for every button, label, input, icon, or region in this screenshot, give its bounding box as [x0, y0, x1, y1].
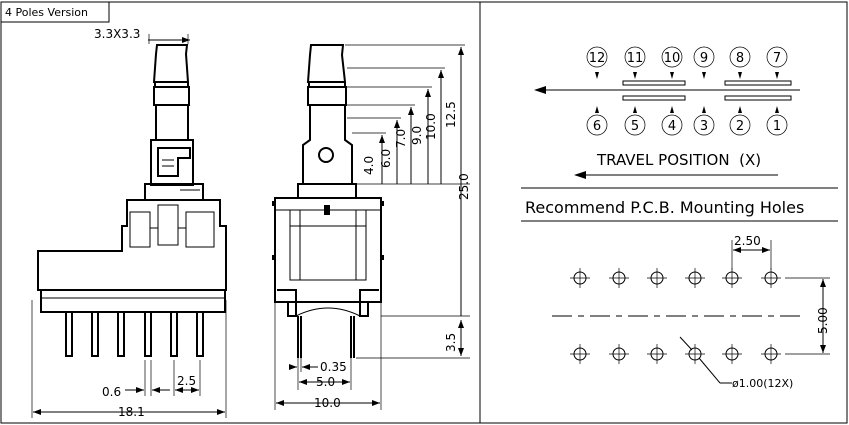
side-dim-4-0: 4.0 [362, 156, 376, 175]
top-contact-markers [595, 72, 779, 79]
hole-bottom-4 [685, 344, 705, 364]
side-pin-width-dim: 0.35 [320, 360, 347, 374]
side-dim-7-0: 7.0 [394, 129, 408, 148]
side-dim-3-5: 3.5 [444, 333, 458, 352]
side-dim-10-0: 10.0 [424, 113, 438, 140]
terminal-10: 10 [664, 51, 681, 66]
front-pin-width-dim: 0.6 [102, 385, 121, 399]
side-body-width-dim: 10.0 [314, 396, 341, 410]
terminal-4: 4 [668, 119, 676, 134]
pcb-layout: Recommend P.C.B. Mounting Holes 2.50 5. [521, 187, 838, 390]
hole-top-3 [647, 268, 667, 288]
hole-bottom-2 [609, 344, 629, 364]
side-dim-9-0: 9.0 [410, 126, 424, 145]
terminal-1: 1 [773, 119, 781, 134]
terminal-2: 2 [736, 119, 744, 134]
hole-top-4 [685, 268, 705, 288]
travel-diagram: 12 11 10 9 8 7 [534, 46, 800, 179]
side-pin-span-dim: 5.0 [316, 375, 335, 389]
hole-bottom-3 [647, 344, 667, 364]
side-dim-12-5: 12.5 [444, 101, 458, 128]
terminal-7: 7 [773, 51, 781, 66]
hole-bottom-6 [761, 344, 781, 364]
terminal-3: 3 [700, 119, 708, 134]
front-width-dim: 18.1 [118, 405, 145, 419]
version-label: 4 Poles Version [5, 6, 88, 19]
pcb-pitch-x: 2.50 [734, 234, 761, 248]
pcb-title: Recommend P.C.B. Mounting Holes [525, 198, 804, 217]
hole-top-1 [570, 268, 590, 288]
front-view: 3.3X3.3 [31, 27, 227, 419]
terminal-5: 5 [631, 119, 639, 134]
bottom-terminal-numbers: 6 5 4 3 2 1 [586, 114, 788, 136]
bottom-contact-markers [595, 106, 779, 113]
hole-bottom-5 [722, 344, 742, 364]
hole-bottom-1 [570, 344, 590, 364]
terminal-6: 6 [593, 119, 601, 134]
travel-caption: TRAVEL POSITION (X) [596, 151, 761, 169]
top-terminal-numbers: 12 11 10 9 8 7 [586, 46, 788, 68]
pcb-hole-size: ø1.00(12X) [732, 377, 793, 390]
terminal-12: 12 [589, 51, 606, 66]
side-dim-25-0: 25.0 [457, 173, 471, 200]
hole-top-6 [761, 268, 781, 288]
hole-top-2 [609, 268, 629, 288]
side-view: 4.0 6.0 7.0 9.0 10.0 12.5 25.0 3.5 0.35 … [272, 44, 471, 410]
hole-top-5 [722, 268, 742, 288]
side-dim-6-0: 6.0 [379, 149, 393, 168]
terminal-8: 8 [736, 51, 744, 66]
terminal-9: 9 [700, 51, 708, 66]
front-pitch-dim: 2.5 [177, 374, 196, 388]
front-top-dim: 3.3X3.3 [94, 27, 140, 41]
terminal-11: 11 [627, 51, 644, 66]
pcb-holes [570, 268, 781, 364]
pcb-pitch-y: 5.00 [816, 307, 830, 334]
